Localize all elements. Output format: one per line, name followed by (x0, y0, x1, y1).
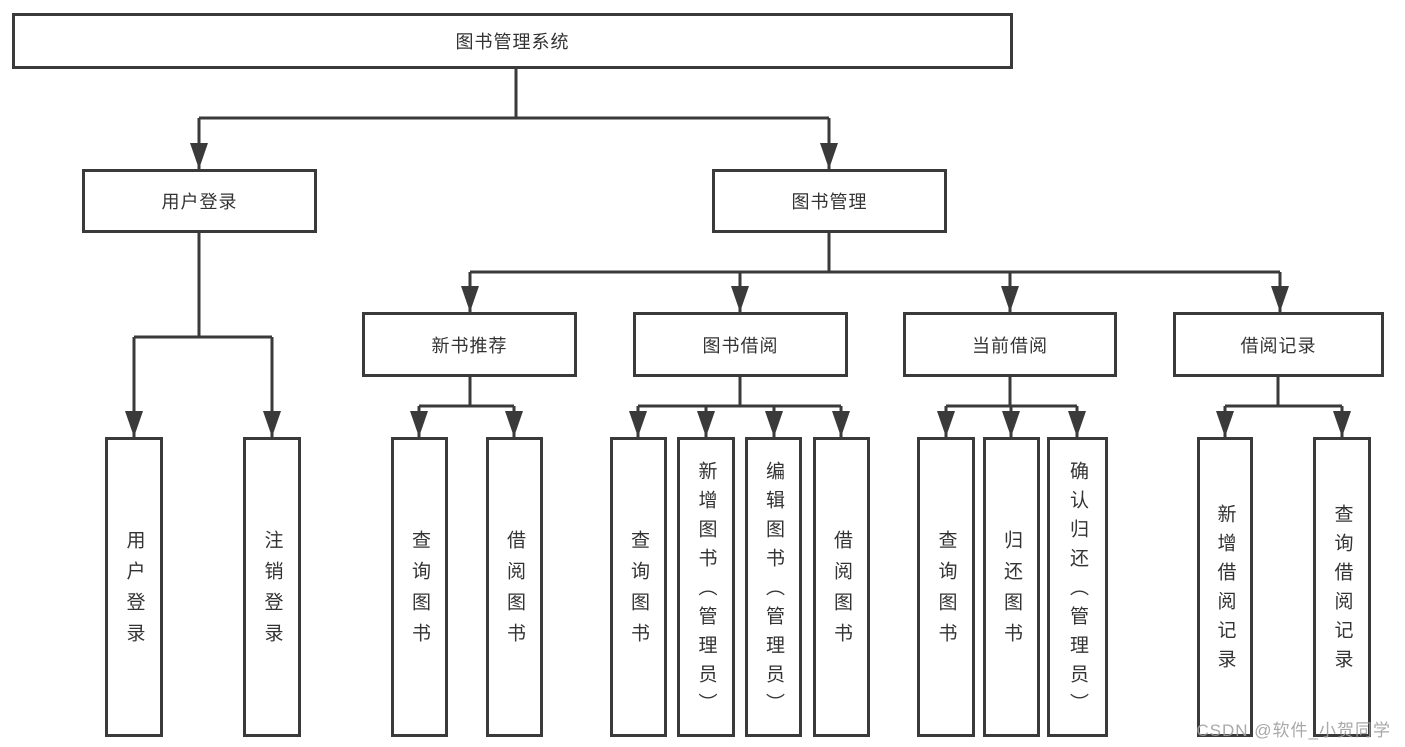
leaf-logout-login: 注销登录 (243, 437, 301, 737)
leaf-nbr-borrow-books: 借阅图书 (486, 437, 543, 737)
node-borrow-record: 借阅记录 (1173, 312, 1384, 377)
leaf-cb-return-books-label: 归还图书 (1001, 530, 1022, 654)
leaf-bb-borrow-books: 借阅图书 (813, 437, 870, 737)
leaf-bb-add-books-admin: 新增图书（管理员） (677, 437, 735, 737)
leaf-nbr-query-books: 查询图书 (391, 437, 448, 737)
node-root: 图书管理系统 (12, 13, 1013, 69)
leaf-cb-return-books: 归还图书 (983, 437, 1040, 737)
node-new-book-rec: 新书推荐 (362, 312, 577, 377)
leaf-nbr-query-books-label: 查询图书 (409, 530, 430, 654)
node-current-borrow-label: 当前借阅 (972, 335, 1048, 356)
leaf-bb-edit-books-admin-label: 编辑图书（管理员） (763, 460, 784, 722)
csdn-watermark: CSDN @软件_小贺同学 (1196, 721, 1391, 740)
node-user-login: 用户登录 (82, 169, 317, 233)
leaf-br-add-record-label: 新增借阅记录 (1214, 504, 1236, 678)
leaf-cb-query-books-label: 查询图书 (935, 530, 957, 654)
node-borrow-record-label: 借阅记录 (1240, 335, 1317, 356)
node-root-label: 图书管理系统 (455, 32, 570, 52)
leaf-br-query-record: 查询借阅记录 (1313, 437, 1371, 737)
leaf-cb-query-books: 查询图书 (917, 437, 975, 737)
leaf-cb-confirm-return-admin: 确认归还（管理员） (1047, 437, 1108, 737)
leaf-user-login-label: 用户登录 (123, 530, 145, 654)
leaf-user-login: 用户登录 (105, 437, 163, 737)
node-book-borrow-label: 图书借阅 (702, 335, 779, 356)
leaf-logout-login-label: 注销登录 (261, 530, 283, 654)
leaf-bb-borrow-books-label: 借阅图书 (831, 530, 852, 654)
leaf-br-query-record-label: 查询借阅记录 (1331, 504, 1353, 678)
node-user-login-label: 用户登录 (161, 192, 238, 212)
node-book-mgmt-label: 图书管理 (791, 192, 868, 212)
node-book-borrow: 图书借阅 (633, 312, 848, 377)
node-book-mgmt: 图书管理 (712, 169, 947, 233)
leaf-bb-query-books-label: 查询图书 (628, 530, 649, 654)
leaf-nbr-borrow-books-label: 借阅图书 (504, 530, 525, 654)
leaf-bb-add-books-admin-label: 新增图书（管理员） (695, 460, 717, 722)
arrowheads (125, 143, 1351, 437)
leaf-bb-query-books: 查询图书 (610, 437, 667, 737)
leaf-br-add-record: 新增借阅记录 (1197, 437, 1253, 737)
node-new-book-rec-label: 新书推荐 (431, 335, 508, 356)
leaf-bb-edit-books-admin: 编辑图书（管理员） (745, 437, 802, 737)
leaf-cb-confirm-return-admin-label: 确认归还（管理员） (1067, 460, 1088, 722)
node-current-borrow: 当前借阅 (903, 312, 1117, 377)
